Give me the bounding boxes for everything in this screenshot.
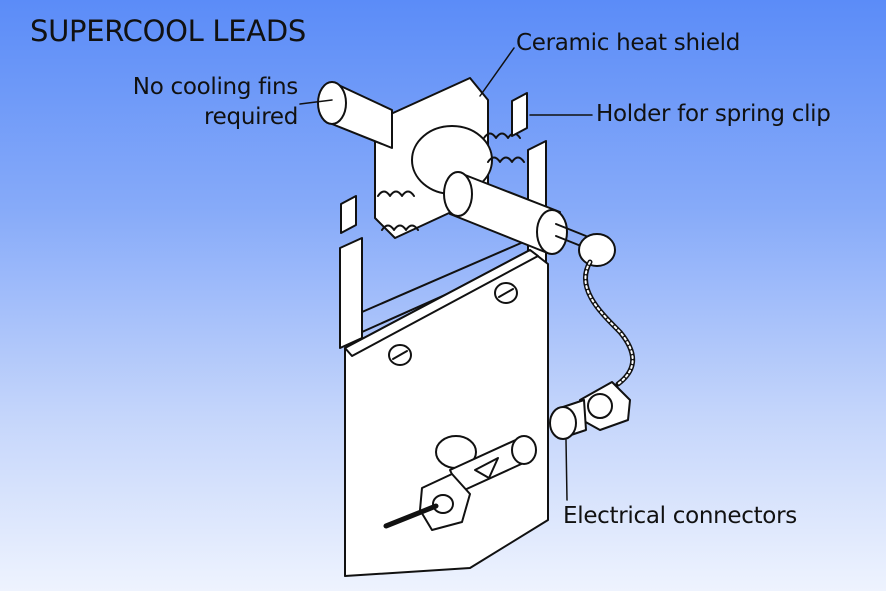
label-no-cooling-fins: No cooling fins required xyxy=(90,72,299,132)
label-electrical-connectors: Electrical connectors xyxy=(563,503,797,529)
leader-lines xyxy=(299,47,593,501)
label-no-cooling-fins-line2: required xyxy=(204,104,298,130)
lower-connector xyxy=(419,435,537,531)
lead-cap xyxy=(578,233,616,267)
label-no-cooling-fins-line1: No cooling fins xyxy=(132,74,299,100)
cooling-rod xyxy=(317,81,393,149)
front-plate xyxy=(344,249,549,577)
diagram-title: SUPERCOOL LEADS xyxy=(30,14,306,48)
label-ceramic-heat-shield: Ceramic heat shield xyxy=(516,30,741,56)
supercool-lead-cylinder xyxy=(443,171,568,255)
electrical-connectors xyxy=(549,381,631,440)
flexible-lead xyxy=(582,259,636,387)
lower-braided-lead xyxy=(383,503,439,529)
plate-screws xyxy=(388,282,518,366)
spring-clip-holders xyxy=(340,92,528,234)
label-spring-clip-holder: Holder for spring clip xyxy=(596,101,831,127)
